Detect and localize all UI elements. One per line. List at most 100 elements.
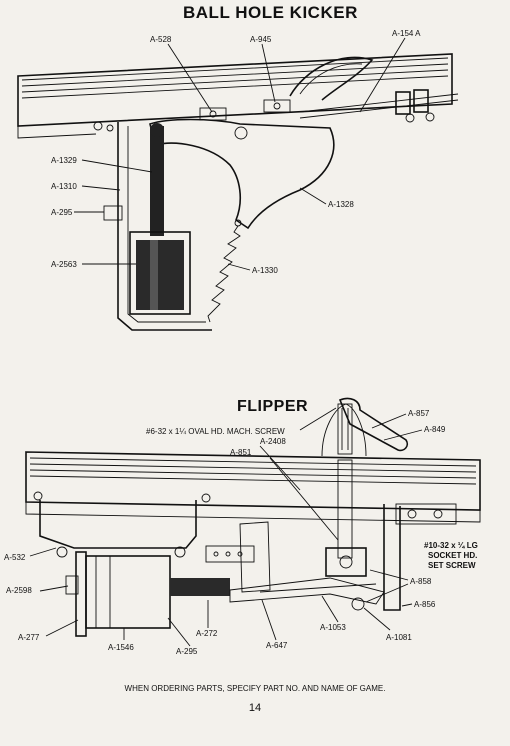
label-set-screw-3: SET SCREW: [428, 561, 476, 570]
leader-a1330: [227, 263, 251, 271]
leader-a851: [269, 457, 339, 541]
flipper-bushing: [351, 597, 365, 611]
label-a856: A-856: [414, 600, 436, 609]
flipper-board-screw: [33, 491, 43, 501]
kicker-corner-screw: [93, 121, 103, 131]
flipper-switch-hole-3: [237, 551, 243, 557]
leader-a647: [261, 599, 277, 641]
kicker-corner-screw-2: [106, 124, 114, 132]
label-a277: A-277: [18, 633, 40, 642]
leader-a154: [359, 37, 406, 113]
kicker-mount-plate: [199, 107, 227, 121]
label-a857: A-857: [408, 409, 430, 418]
kicker-coil: [136, 240, 184, 310]
leader-a1328: [299, 187, 327, 205]
label-a2563: A-2563: [51, 260, 77, 269]
label-a851: A-851: [230, 448, 252, 457]
leader-a2598: [39, 585, 69, 592]
kicker-wire-rail: [299, 93, 459, 119]
kicker-leader-lines: [74, 37, 406, 271]
flipper-board-grain: [29, 457, 477, 485]
flipper-crank-hub: [339, 555, 353, 569]
kicker-board-grain: [21, 57, 449, 99]
flipper-link: [229, 577, 385, 605]
flipper-coil-shading: [95, 556, 111, 628]
flipper-shaft-hub: [337, 403, 353, 455]
label-a2598: A-2598: [6, 586, 32, 595]
kicker-frame-inner: [127, 126, 206, 323]
flipper-right-plate: [395, 503, 457, 525]
flipper-title: FLIPPER: [237, 398, 309, 415]
kicker-playfield-board: [17, 53, 453, 127]
leader-a1329: [81, 159, 153, 173]
kicker-coil-frame: [129, 231, 191, 315]
flipper-board-screw-2: [201, 493, 211, 503]
leader-a1310: [81, 185, 121, 191]
leader-screw-note: [299, 407, 337, 431]
kicker-mount-screw: [209, 110, 217, 118]
label-a154: A-154 A: [392, 29, 421, 38]
flipper-board-edge: [25, 502, 481, 523]
kicker-rail-bracket-2: [413, 89, 429, 113]
label-a945: A-945: [250, 35, 272, 44]
kicker-arm-pivot: [234, 126, 248, 140]
flipper-bracket-screw-2: [174, 546, 186, 558]
label-a532: A-532: [4, 553, 26, 562]
leader-a528: [167, 43, 213, 113]
label-a295: A-295: [176, 647, 198, 656]
label-set-screw-1: #10-32 x ¼ LG: [424, 541, 478, 550]
leader-a1081: [363, 607, 391, 631]
leader-a849: [383, 429, 423, 441]
leader-a295: [167, 617, 191, 647]
kicker-mount-plate-2: [263, 99, 291, 113]
leader-a1053: [321, 595, 339, 623]
flipper-crank: [325, 547, 367, 577]
label-a1053: A-1053: [320, 623, 346, 632]
kicker-plunger: [150, 126, 164, 236]
flipper-coil-stop: [65, 575, 79, 595]
label-set-screw-2: SOCKET HD.: [428, 551, 477, 560]
leader-a532: [29, 547, 57, 557]
leader-a856: [401, 603, 413, 607]
flipper-leader-lines: [29, 407, 423, 647]
kicker-coil-highlight: [150, 240, 158, 310]
page-number: 14: [248, 702, 262, 714]
kicker-spring: [207, 225, 241, 323]
label-a1330: A-1330: [252, 266, 278, 275]
kicker-screw: [405, 113, 415, 123]
leader-a277: [45, 619, 79, 637]
flipper-bracket-screw: [56, 546, 68, 558]
label-a647: A-647: [266, 641, 288, 650]
label-a1310: A-1310: [51, 182, 77, 191]
label-screw-note: #6-32 x 1¼ OVAL HD. MACH. SCREW: [146, 427, 285, 436]
kicker-hole-rim: [299, 63, 363, 95]
flipper-plate-screw-2: [433, 509, 443, 519]
flipper-bat: [338, 397, 409, 452]
flipper-illustration: [25, 397, 481, 637]
leader-a858-2: [365, 583, 409, 603]
kicker-screw-2: [425, 112, 435, 122]
flipper-playfield-board: [25, 451, 481, 511]
leader-a857: [371, 413, 407, 429]
flipper-mount-bracket: [39, 500, 197, 549]
kicker-board-edge: [17, 126, 97, 139]
label-a1546: A-1546: [108, 643, 134, 652]
leader-a858: [369, 569, 409, 581]
flipper-link-spring: [259, 583, 377, 593]
label-a1328: A-1328: [328, 200, 354, 209]
flipper-switch-hole: [213, 551, 219, 557]
flipper-switch-hole-2: [225, 551, 231, 557]
ordering-note: WHEN ORDERING PARTS, SPECIFY PART NO. AN…: [124, 684, 386, 693]
kicker-illustration: [17, 53, 459, 331]
label-a858: A-858: [410, 577, 432, 586]
kicker-mount-screw-2: [273, 102, 281, 110]
flipper-right-bracket: [383, 504, 401, 611]
kicker-plunger-head: [150, 123, 164, 137]
label-a528: A-528: [150, 35, 172, 44]
label-a2408: A-2408: [260, 437, 286, 446]
kicker-ball-hole: [289, 56, 374, 101]
flipper-switch-bracket: [239, 521, 271, 593]
kicker-arm: [149, 118, 335, 230]
